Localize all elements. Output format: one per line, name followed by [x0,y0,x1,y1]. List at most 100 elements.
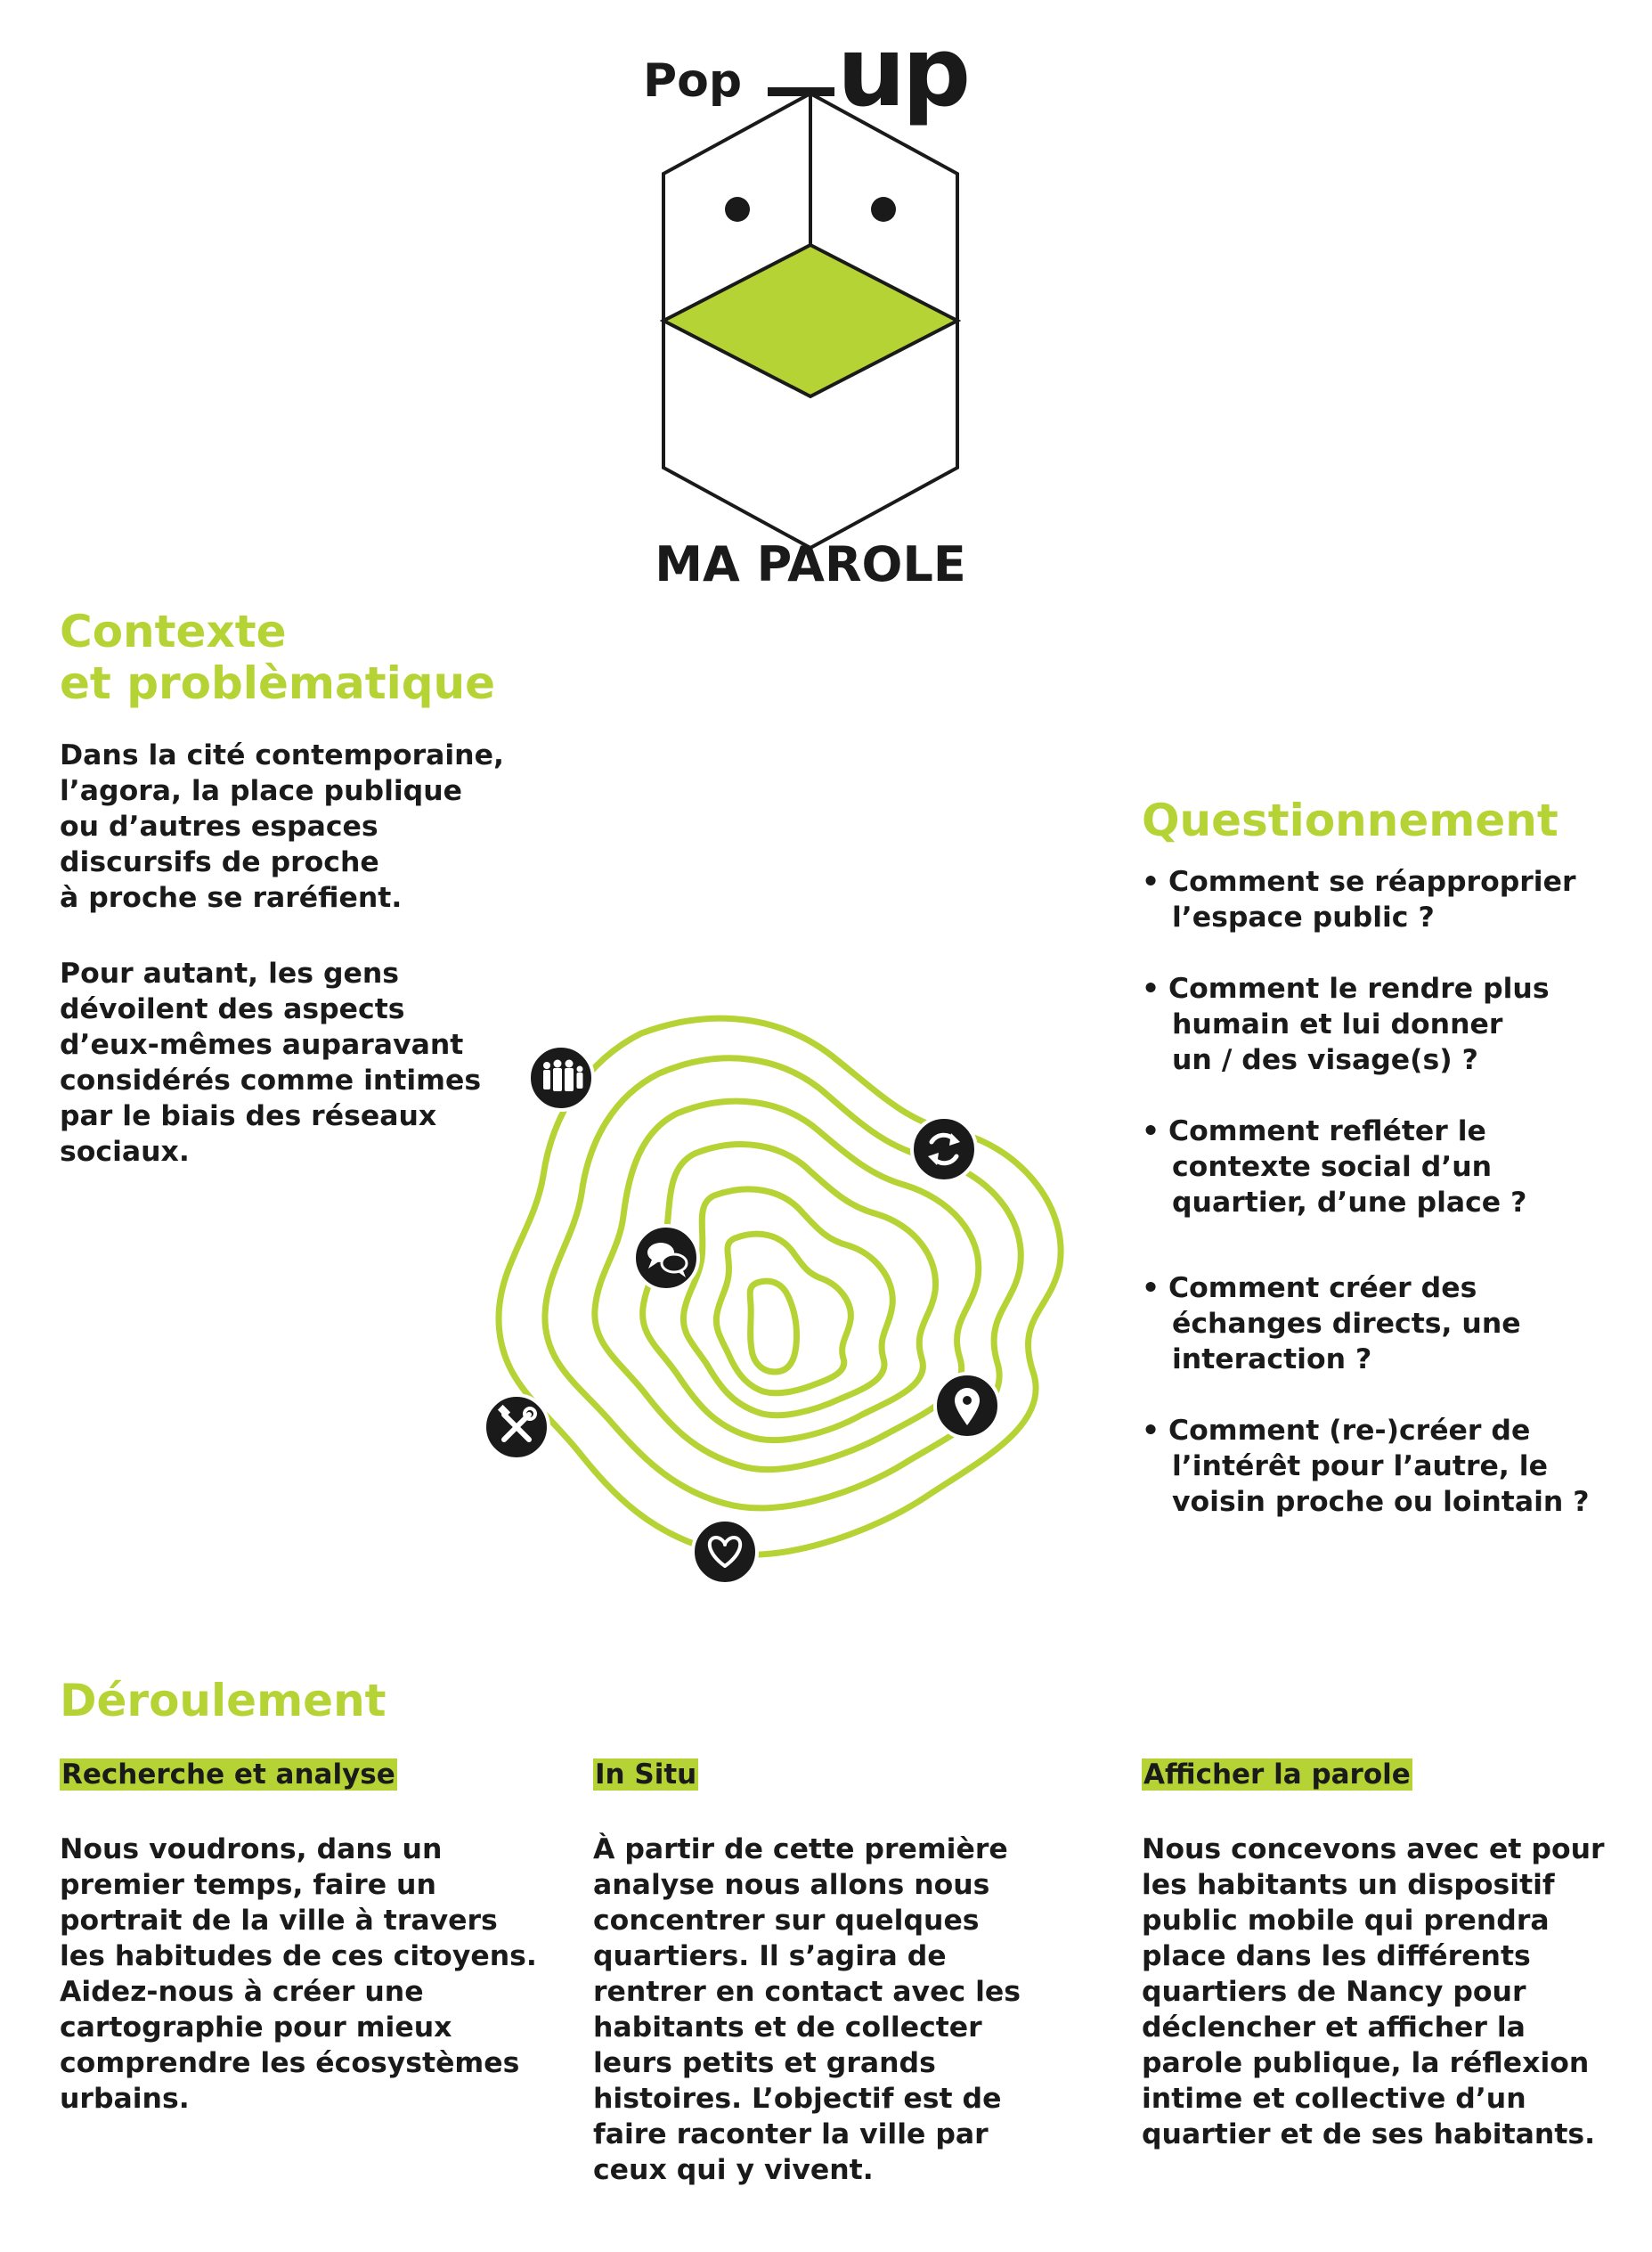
question-item: • Comment refléter le contexte social d’… [1142,1114,1640,1220]
question-item: • Comment le rendre plus humain et lui d… [1142,971,1640,1078]
question-line: échanges directs, une [1172,1308,1521,1340]
column-line: concentrer sur quelques [593,1905,980,1937]
column-line: histoires. L’objectif est de [593,2083,1002,2115]
column-paragraph: Nous concevons avec et pour les habitant… [1142,1832,1640,2152]
contexte-paragraph-1: Dans la cité contemporaine, l’agora, la … [60,738,558,916]
column-line: quartiers. Il s’agira de [593,1940,947,1972]
column-line: portrait de la ville à travers [60,1905,498,1937]
column-line: À partir de cette première [593,1833,1008,1865]
column-line: déclencher et afficher la [1142,2011,1526,2044]
deroulement-column-1: Recherche et analyse Nous voudrons, dans… [60,1758,558,2117]
contexte-title-line: Contexte [60,606,287,657]
logo-eye-right [871,197,896,222]
question-line: voisin proche ou lointain ? [1172,1486,1590,1518]
deroulement-column-2: In Situ À partir de cette première analy… [593,1758,1092,2188]
column-line: cartographie pour mieux [60,2011,452,2044]
bullet: • [1142,866,1160,898]
tools-icon [483,1393,550,1461]
column-paragraph: Nous voudrons, dans un premier temps, fa… [60,1832,558,2117]
contexte-p2-line: Pour autant, les gens [60,958,400,990]
contexte-p2-line: considérés comme intimes [60,1065,482,1097]
contexte-p1-line: ou d’autres espaces [60,811,378,843]
column-line: quartiers de Nancy pour [1142,1976,1526,2008]
contour-line-5 [680,1186,896,1419]
column-line: Aidez-nous à créer une [60,1976,424,2008]
question-line: Comment refléter le [1168,1115,1486,1147]
bullet: • [1142,973,1160,1005]
logo-dash [768,87,834,96]
question-item: • Comment se réapproprier l’espace publi… [1142,864,1640,935]
questionnement-section: Questionnement • Comment se réapproprier… [1142,795,1640,1555]
column-line: rentrer en contact avec les [593,1976,1021,2008]
logo-mouth-shape [659,242,962,399]
column-line: urbains. [60,2083,190,2115]
contexte-paragraph-2: Pour autant, les gens dévoilent des aspe… [60,956,558,1170]
heart-icon [691,1518,759,1586]
deroulement-title: Déroulement [60,1675,387,1726]
column-tag: In Situ [593,1758,699,1791]
contour-map-graphic [483,1015,1064,1586]
contour-line-2 [541,1055,1024,1512]
contexte-p2-line: dévoilent des aspects [60,993,405,1025]
question-line: un / des visage(s) ? [1172,1044,1478,1076]
bullet: • [1142,1115,1160,1147]
question-line: contexte social d’un [1172,1151,1493,1183]
location-pin-icon [933,1372,1001,1440]
question-line: quartier, d’une place ? [1172,1187,1527,1219]
deroulement-column-3: Afficher la parole Nous concevons avec e… [1142,1758,1640,2152]
contour-line-6 [712,1230,854,1397]
column-line: analyse nous allons nous [593,1869,990,1901]
contexte-p1-line: à proche se raréfient. [60,882,403,914]
contexte-title: Contexte et problèmatique [60,606,558,709]
column-line: comprendre les écosystèmes [60,2047,520,2079]
refresh-icon [910,1115,978,1183]
logo-hexagon-outline [662,91,959,551]
column-line: premier temps, faire un [60,1869,436,1901]
column-line: faire raconter la ville par [593,2118,989,2150]
contexte-p2-line: d’eux-mêmes auparavant [60,1029,464,1061]
contour-line-1 [495,1015,1064,1558]
question-line: Comment se réapproprier [1168,866,1576,898]
logo-up-text: up [837,36,967,128]
family-icon [527,1044,595,1112]
question-line: humain et lui donner [1172,1008,1503,1040]
logo-ma-parole-text: MA PAROLE [655,536,966,592]
column-line: intime et collective d’un [1142,2083,1526,2115]
column-tag: Recherche et analyse [60,1758,397,1791]
contour-map-illustration [481,998,1086,1621]
logo: Pop up MA PAROLE [623,17,1033,606]
contexte-p1-line: discursifs de proche [60,846,379,878]
column-paragraph: À partir de cette première analyse nous … [593,1832,1092,2188]
contexte-p2-line: par le biais des réseaux [60,1100,437,1132]
question-item: • Comment (re-)créer de l’intérêt pour l… [1142,1413,1640,1520]
column-line: les habitudes de ces citoyens. [60,1940,537,1972]
questionnement-title: Questionnement [1142,795,1558,846]
column-line: Nous concevons avec et pour [1142,1833,1605,1865]
question-line: Comment créer des [1168,1272,1477,1304]
bullet: • [1142,1272,1160,1304]
contour-lines [495,1015,1064,1558]
question-line: Comment le rendre plus [1168,973,1550,1005]
contexte-title-line: et problèmatique [60,657,496,709]
column-line: quartier et de ses habitants. [1142,2118,1596,2150]
question-line: Comment (re-)créer de [1168,1415,1531,1447]
logo-graphic: Pop up MA PAROLE [643,17,971,592]
contour-line-3 [591,1097,982,1473]
contour-line-7 [746,1277,800,1375]
chat-icon [632,1224,700,1292]
column-line: public mobile qui prendra [1142,1905,1550,1937]
logo-pop-text: Pop [643,54,742,108]
column-line: habitants et de collecter [593,2011,982,2044]
deroulement-section: Déroulement [60,1675,1627,1726]
logo-eye-left [725,197,750,222]
column-line: Nous voudrons, dans un [60,1833,443,1865]
column-tag: Afficher la parole [1142,1758,1412,1791]
contexte-p2-line: sociaux. [60,1136,190,1168]
column-line: parole publique, la réflexion [1142,2047,1590,2079]
column-line: leurs petits et grands [593,2047,936,2079]
contexte-p1-line: Dans la cité contemporaine, [60,739,504,771]
contour-line-4 [639,1141,940,1444]
question-line: l’espace public ? [1172,902,1435,934]
column-line: ceux qui y vivent. [593,2154,874,2186]
question-line: l’intérêt pour l’autre, le [1172,1450,1548,1482]
